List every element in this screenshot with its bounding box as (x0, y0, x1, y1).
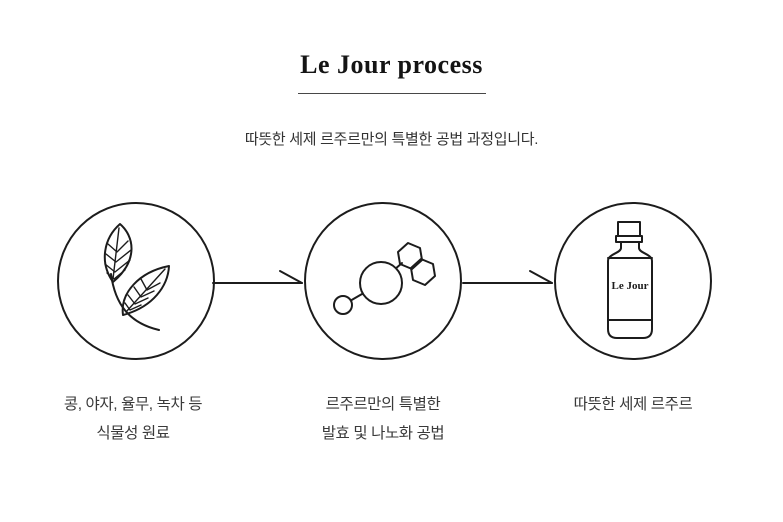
bottle-label: Le Jour (612, 280, 649, 292)
caption-line: 콩, 야자, 율무, 녹차 등 (63, 396, 203, 413)
step-circle-product: Le Jour (554, 202, 712, 360)
leaves-icon (103, 223, 170, 331)
step-caption-formula: 르주르만의 특별한 발효 및 나노화 공법 (263, 390, 503, 448)
right-arrow-icon (212, 270, 303, 284)
caption-line: 발효 및 나노화 공법 (321, 425, 445, 442)
section-subtitle: 따뜻한 세제 르주르만의 특별한 공법 과정입니다. (244, 131, 539, 148)
page-title: Le Jour process (300, 50, 483, 79)
molecule-icon (333, 242, 436, 315)
caption-line: 르주르만의 특별한 (325, 396, 441, 413)
step-caption-product: 따뜻한 세제 르주르 (513, 390, 753, 419)
caption-line: 따뜻한 세제 르주르 (573, 396, 693, 413)
title-underline (297, 93, 486, 94)
step-caption-ingredients: 콩, 야자, 율무, 녹차 등 식물성 원료 (13, 390, 253, 448)
section-header: Le Jour process (0, 50, 783, 94)
step-circle-ingredients (57, 202, 215, 360)
step-circle-formula (304, 202, 462, 360)
right-arrow-icon (462, 270, 553, 284)
bottle-icon: Le Jour (607, 221, 653, 339)
caption-line: 식물성 원료 (96, 425, 170, 442)
